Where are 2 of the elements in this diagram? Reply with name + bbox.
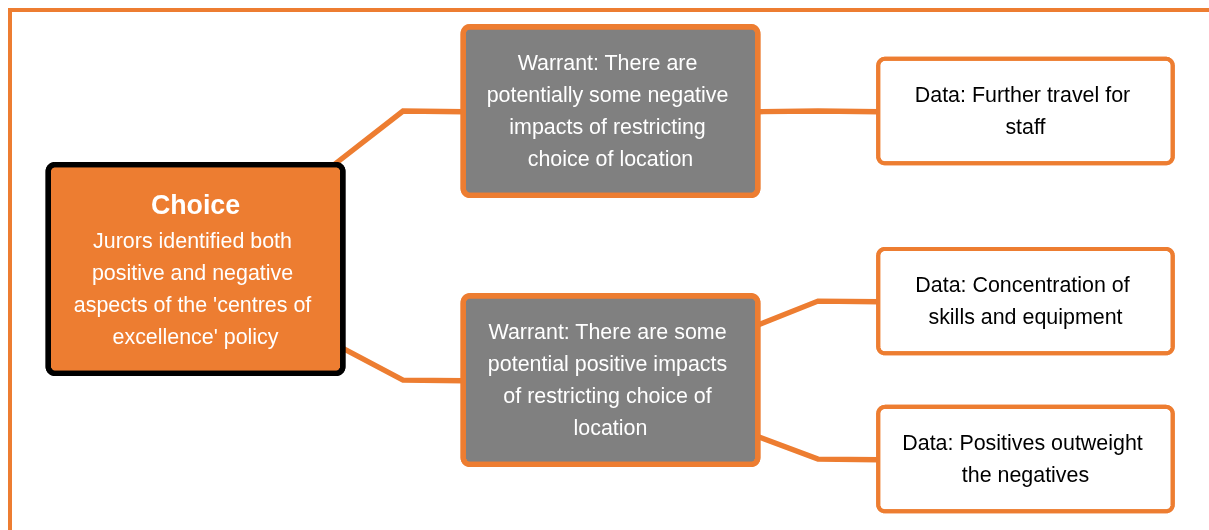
connector <box>758 108 879 115</box>
connector <box>342 346 464 384</box>
